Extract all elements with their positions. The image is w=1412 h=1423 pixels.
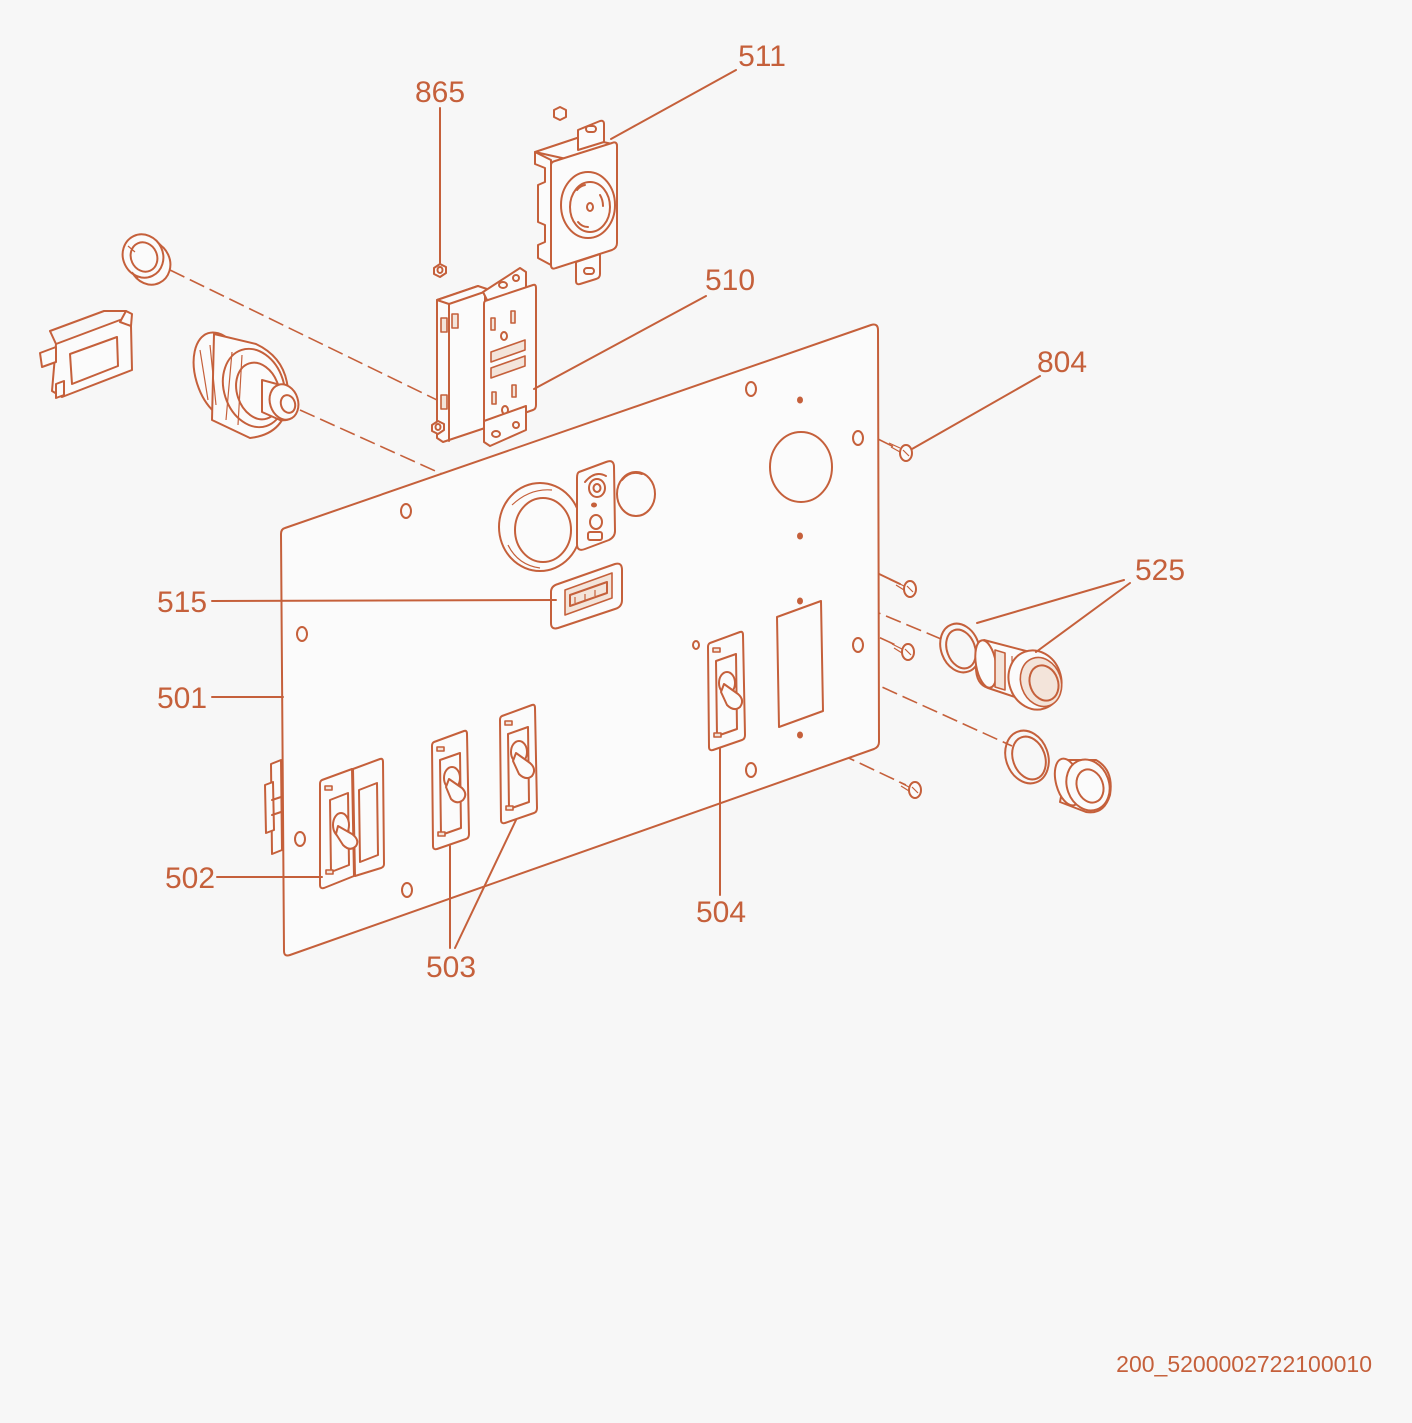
panel-side-bracket (264, 759, 283, 855)
callout-525: 525 (1135, 554, 1185, 587)
rectangular-cutout (776, 600, 824, 728)
leader-lines (211, 69, 1131, 949)
callout-503: 503 (426, 951, 476, 984)
screw-2 (893, 580, 917, 598)
nut (433, 263, 447, 278)
switch-right (499, 703, 538, 825)
callout-804: 804 (1037, 346, 1087, 379)
circuit-breaker (192, 331, 300, 439)
ring-nut (121, 233, 172, 286)
callout-511: 511 (738, 40, 786, 73)
indicator-cutout (616, 471, 656, 517)
start-switch-plate (576, 460, 616, 551)
single-switch (707, 630, 746, 752)
callout-502: 502 (165, 862, 215, 895)
callout-510: 510 (705, 264, 755, 297)
callout-labels: 511 865 510 804 525 515 501 502 503 504 (157, 40, 1185, 984)
indicator-light (974, 639, 1063, 711)
screw-4 (898, 781, 922, 799)
large-round-cutout (769, 431, 833, 503)
o-ring (939, 622, 981, 674)
gfci-receptacle (436, 267, 537, 447)
indicator-bezel (1053, 757, 1112, 814)
panel-mounting-holes (294, 381, 864, 898)
twist-lock-receptacle (534, 106, 618, 286)
drawing-code: 200_5200002722100010 (1116, 1351, 1372, 1377)
double-switch (319, 757, 385, 890)
callout-504: 504 (696, 896, 746, 929)
usb-port (550, 562, 623, 630)
screw-3 (891, 643, 915, 661)
control-panel (264, 323, 880, 957)
mounting-bracket (39, 310, 133, 399)
screw-1 (888, 442, 913, 462)
switch-left (431, 729, 470, 851)
screw-holes (797, 396, 803, 739)
callout-865: 865 (415, 76, 465, 109)
callout-501: 501 (157, 682, 207, 715)
o-ring-lower (1004, 729, 1050, 785)
nut-lower (431, 420, 445, 435)
callout-515: 515 (157, 586, 207, 619)
